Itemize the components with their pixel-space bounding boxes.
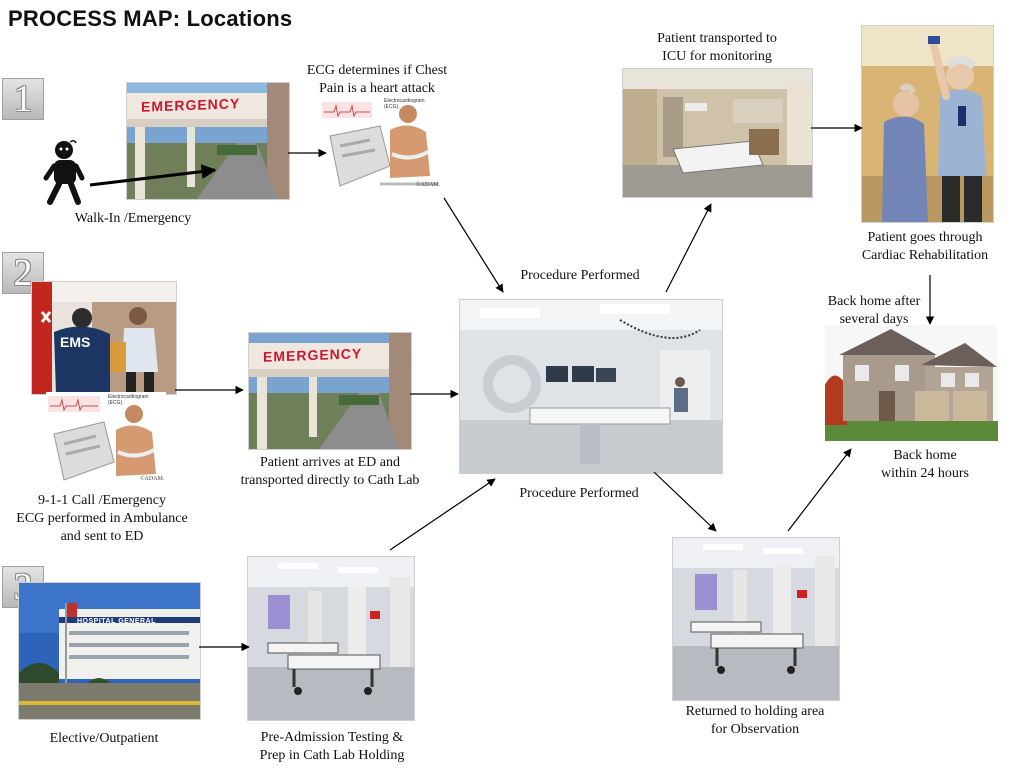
house-photo xyxy=(825,325,998,441)
adam-credit-2: ©ADAM. xyxy=(140,476,165,482)
adam-credit: ©ADAM. xyxy=(416,182,440,188)
ecg-patient-illustration-1: Electrocardiogram(ECG) ©ADAM. xyxy=(320,96,440,192)
caption-ed-arrival: Patient arrives at ED and transported di… xyxy=(240,455,420,488)
caption-holding-observation: Returned to holding area for Observation xyxy=(685,704,825,737)
page-title: PROCESS MAP: Locations xyxy=(8,6,293,31)
icu-room-photo xyxy=(622,68,813,198)
walking-person-icon xyxy=(43,139,85,205)
hospital-sign-text: HOSPITAL GENERAL xyxy=(77,618,156,625)
caption-preadmission: Pre-Admission Testing & Prep in Cath Lab… xyxy=(259,730,405,763)
caption-walk-in: Walk-In /Emergency xyxy=(74,211,192,226)
caption-procedure-bottom: Procedure Performed xyxy=(519,486,639,501)
ems-ambulance-photo: EMS xyxy=(31,281,177,395)
arrow-walkin-to-emergency xyxy=(89,164,217,187)
ecg-patient-illustration-2: Electrocardiogram(ECG) ©ADAM. xyxy=(46,392,166,486)
step-number-1: 1 xyxy=(2,78,44,120)
caption-ecg: ECG determines if Chest Pain is a heart … xyxy=(306,63,448,96)
emergency-entrance-photo-1: EMERGENCY xyxy=(126,82,290,200)
cardiac-rehab-photo xyxy=(861,25,994,223)
holding-area-photo-1 xyxy=(247,556,415,721)
arrow-ecg-to-cathlab xyxy=(443,197,504,293)
caption-procedure-top: Procedure Performed xyxy=(520,268,640,283)
arrow-cathlab-to-observation xyxy=(653,471,717,532)
holding-area-photo-2 xyxy=(672,537,840,701)
ecg-label: Electrocardiogram(ECG) xyxy=(384,98,425,110)
arrow-observation-to-home xyxy=(787,448,852,532)
caption-rehab: Patient goes through Cardiac Rehabilitat… xyxy=(861,230,989,263)
arrow-preadmit-to-cathlab xyxy=(389,478,496,551)
ecg-label-2: Electrocardiogram(ECG) xyxy=(108,394,149,406)
ems-text: EMS xyxy=(60,334,91,350)
caption-elective: Elective/Outpatient xyxy=(49,731,159,746)
hospital-exterior-photo: HOSPITAL GENERAL xyxy=(18,582,201,720)
caption-911-call: 9-1-1 Call /Emergency ECG performed in A… xyxy=(16,493,188,544)
emergency-entrance-photo-2: EMERGENCY xyxy=(248,332,412,450)
caption-icu: Patient transported to ICU for monitorin… xyxy=(657,31,777,64)
cath-lab-photo xyxy=(459,299,723,474)
caption-home-after-days: Back home after several days xyxy=(827,294,921,327)
caption-home-24h: Back home within 24 hours xyxy=(881,448,969,481)
arrow-cathlab-to-icu xyxy=(665,203,712,293)
